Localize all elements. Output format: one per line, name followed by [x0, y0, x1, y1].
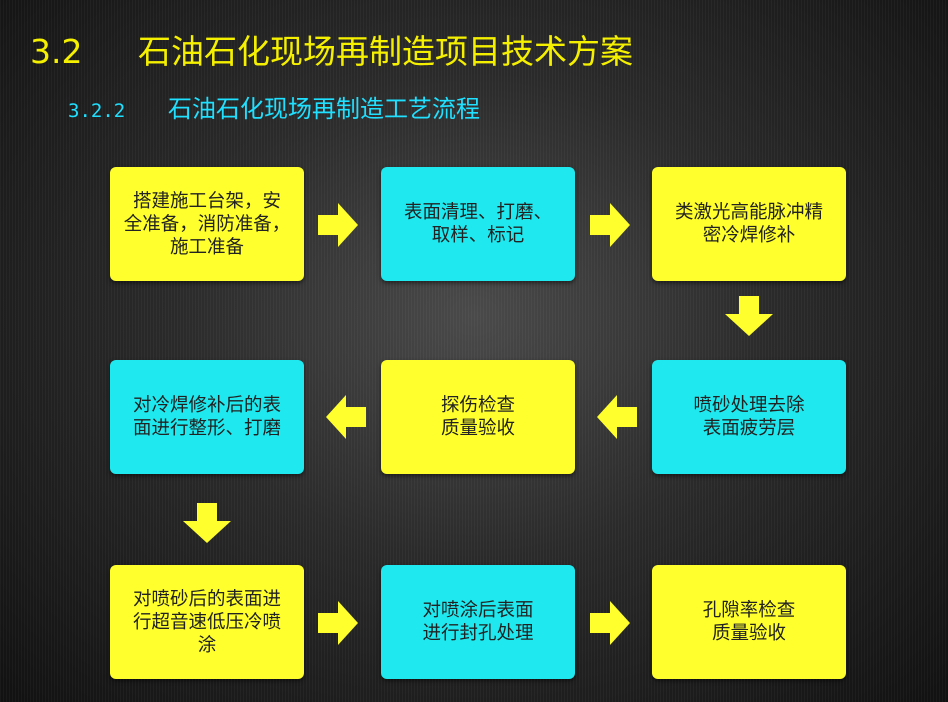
step-4-label: 喷砂处理去除 表面疲劳层	[693, 395, 805, 439]
step-3-label: 类激光高能脉冲精 密冷焊修补	[674, 202, 823, 246]
step-5-label: 探伤检查 质量验收	[440, 395, 515, 439]
step-5-box: 探伤检查 质量验收	[381, 360, 575, 474]
step-7-box: 对喷砂后的表面进 行超音速低压冷喷 涂	[110, 565, 304, 679]
page-subtitle: 3.2.2 石油石化现场再制造工艺流程	[68, 92, 480, 128]
step-9-box: 孔隙率检查 质量验收	[652, 565, 846, 679]
step-4-box: 喷砂处理去除 表面疲劳层	[652, 360, 846, 474]
step-1-label: 搭建施工台架，安 全准备，消防准备， 施工准备	[123, 190, 291, 258]
arrow-right-icon	[590, 203, 630, 247]
subtitle-text: 石油石化现场再制造工艺流程	[168, 95, 480, 123]
step-2-label: 表面清理、打磨、 取样、标记	[403, 202, 552, 246]
title-number: 3.2	[30, 32, 83, 71]
step-8-box: 对喷涂后表面 进行封孔处理	[381, 565, 575, 679]
page-title: 3.2 石油石化现场再制造项目技术方案	[30, 30, 633, 74]
arrow-down-icon	[183, 503, 231, 543]
step-9-label: 孔隙率检查 质量验收	[702, 600, 796, 644]
step-1-box: 搭建施工台架，安 全准备，消防准备， 施工准备	[110, 167, 304, 281]
subtitle-number: 3.2.2	[68, 100, 126, 122]
step-6-label: 对冷焊修补后的表 面进行整形、打磨	[132, 395, 281, 439]
arrow-left-icon	[597, 395, 637, 439]
step-8-label: 对喷涂后表面 进行封孔处理	[422, 600, 534, 644]
arrow-right-icon	[318, 203, 358, 247]
step-7-label: 对喷砂后的表面进 行超音速低压冷喷 涂	[132, 588, 281, 656]
title-text: 石油石化现场再制造项目技术方案	[138, 32, 633, 71]
step-6-box: 对冷焊修补后的表 面进行整形、打磨	[110, 360, 304, 474]
arrow-down-icon	[725, 296, 773, 336]
step-3-box: 类激光高能脉冲精 密冷焊修补	[652, 167, 846, 281]
arrow-right-icon	[318, 601, 358, 645]
arrow-right-icon	[590, 601, 630, 645]
step-2-box: 表面清理、打磨、 取样、标记	[381, 167, 575, 281]
arrow-left-icon	[326, 395, 366, 439]
